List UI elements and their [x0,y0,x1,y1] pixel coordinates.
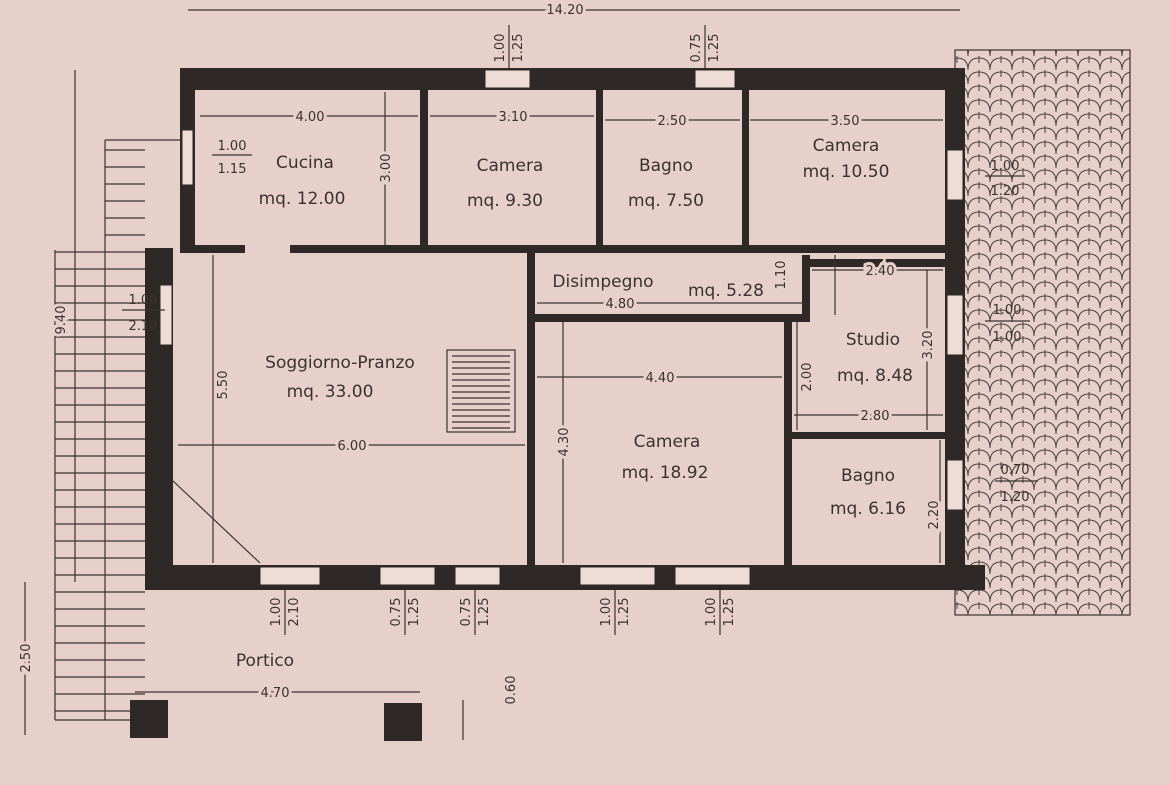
opening-h: 1.20 [1001,490,1030,505]
dim-camera2-w: 3.50 [831,114,860,129]
dim-portico-h: 2.50 [19,644,34,673]
dim-cucina-w: 4.00 [296,110,325,125]
internal-stair [446,349,516,433]
dim-disimpegno-h: 1.10 [774,261,789,290]
room-area-camera-1: mq. 9.30 [467,191,543,211]
dim-bagno1-w: 2.50 [658,114,687,129]
dim-pillar: 0.60 [504,676,519,705]
dim-studio-w2: 2.80 [861,409,890,424]
dim-bagno2-h: 2.20 [927,501,942,530]
dimension-lines [24,9,960,740]
opening-w: 1.00 [993,303,1022,318]
opening-w: 0.75 [389,598,404,627]
opening-w: 1.00 [269,598,284,627]
opening-h: 2.10 [287,598,302,627]
dim-camera3-w: 4.40 [646,371,675,386]
room-area-camera-2: mq. 10.50 [803,162,890,182]
room-area-soggiorno: mq. 33.00 [287,382,374,402]
room-area-bagno-2: mq. 6.16 [830,499,906,519]
opening-h: 2.10 [129,319,158,334]
room-name-disimpegno: Disimpegno [552,272,653,292]
opening-h: 1.00 [993,330,1022,345]
opening-w: 1.00 [599,598,614,627]
opening-w: 0.70 [1001,463,1030,478]
dimension-labels: 14.20 4.00 3.10 2.50 3.50 4.80 2.40 4.40… [16,0,945,705]
dim-camera1-w: 3.10 [499,110,528,125]
opening-w: 0.75 [689,34,704,63]
room-name-portico: Portico [236,651,294,671]
opening-labels: 1.00 1.25 0.75 1.25 1.00 1.15 1.00 2.10 … [122,25,1038,635]
opening-h: 1.25 [477,598,492,627]
dim-studio-h2: 2.00 [800,363,815,392]
room-name-camera-2: Camera [813,136,880,156]
dim-total-width: 14.20 [546,3,583,18]
room-area-camera-3: mq. 18.92 [622,463,709,483]
roof-tiles [955,50,1130,615]
opening-w: 1.00 [991,159,1020,174]
opening-w: 1.00 [218,139,247,154]
opening-h: 1.25 [511,34,526,63]
room-name-camera-1: Camera [477,156,544,176]
opening-h: 1.25 [407,598,422,627]
opening-h: 1.15 [218,162,247,177]
room-name-cucina: Cucina [276,153,334,173]
room-labels: Cucina mq. 12.00 Camera mq. 9.30 Bagno m… [236,136,913,671]
opening-h: 1.25 [617,598,632,627]
opening-w: 0.75 [459,598,474,627]
dim-portico-w: 4.70 [261,686,290,701]
opening-w: 1.00 [704,598,719,627]
room-name-camera-3: Camera [634,432,701,452]
dim-soggiorno-w: 6.00 [338,439,367,454]
room-area-disimpegno: mq. 5.28 [688,281,764,301]
dim-soggiorno-h: 5.50 [216,371,231,400]
room-name-bagno-2: Bagno [841,466,895,486]
room-area-studio: mq. 8.48 [837,366,913,386]
dim-total-height: 9.40 [54,306,69,335]
opening-w: 1.00 [493,34,508,63]
dim-studio-w: 2.40 [866,264,895,279]
dim-disimpegno-w: 4.80 [606,297,635,312]
opening-h: 1.25 [707,34,722,63]
room-area-bagno-1: mq. 7.50 [628,191,704,211]
dim-studio-h: 3.20 [921,331,936,360]
dim-camera3-h: 4.30 [557,428,572,457]
external-stairs [54,139,180,721]
dim-cucina-h: 3.00 [379,154,394,183]
room-name-soggiorno: Soggiorno-Pranzo [265,353,415,373]
room-area-cucina: mq. 12.00 [259,189,346,209]
room-name-bagno-1: Bagno [639,156,693,176]
opening-h: 1.20 [991,184,1020,199]
windows [159,69,964,586]
room-name-studio: Studio [846,330,900,350]
opening-w: 1.00 [129,293,158,308]
opening-h: 1.25 [722,598,737,627]
